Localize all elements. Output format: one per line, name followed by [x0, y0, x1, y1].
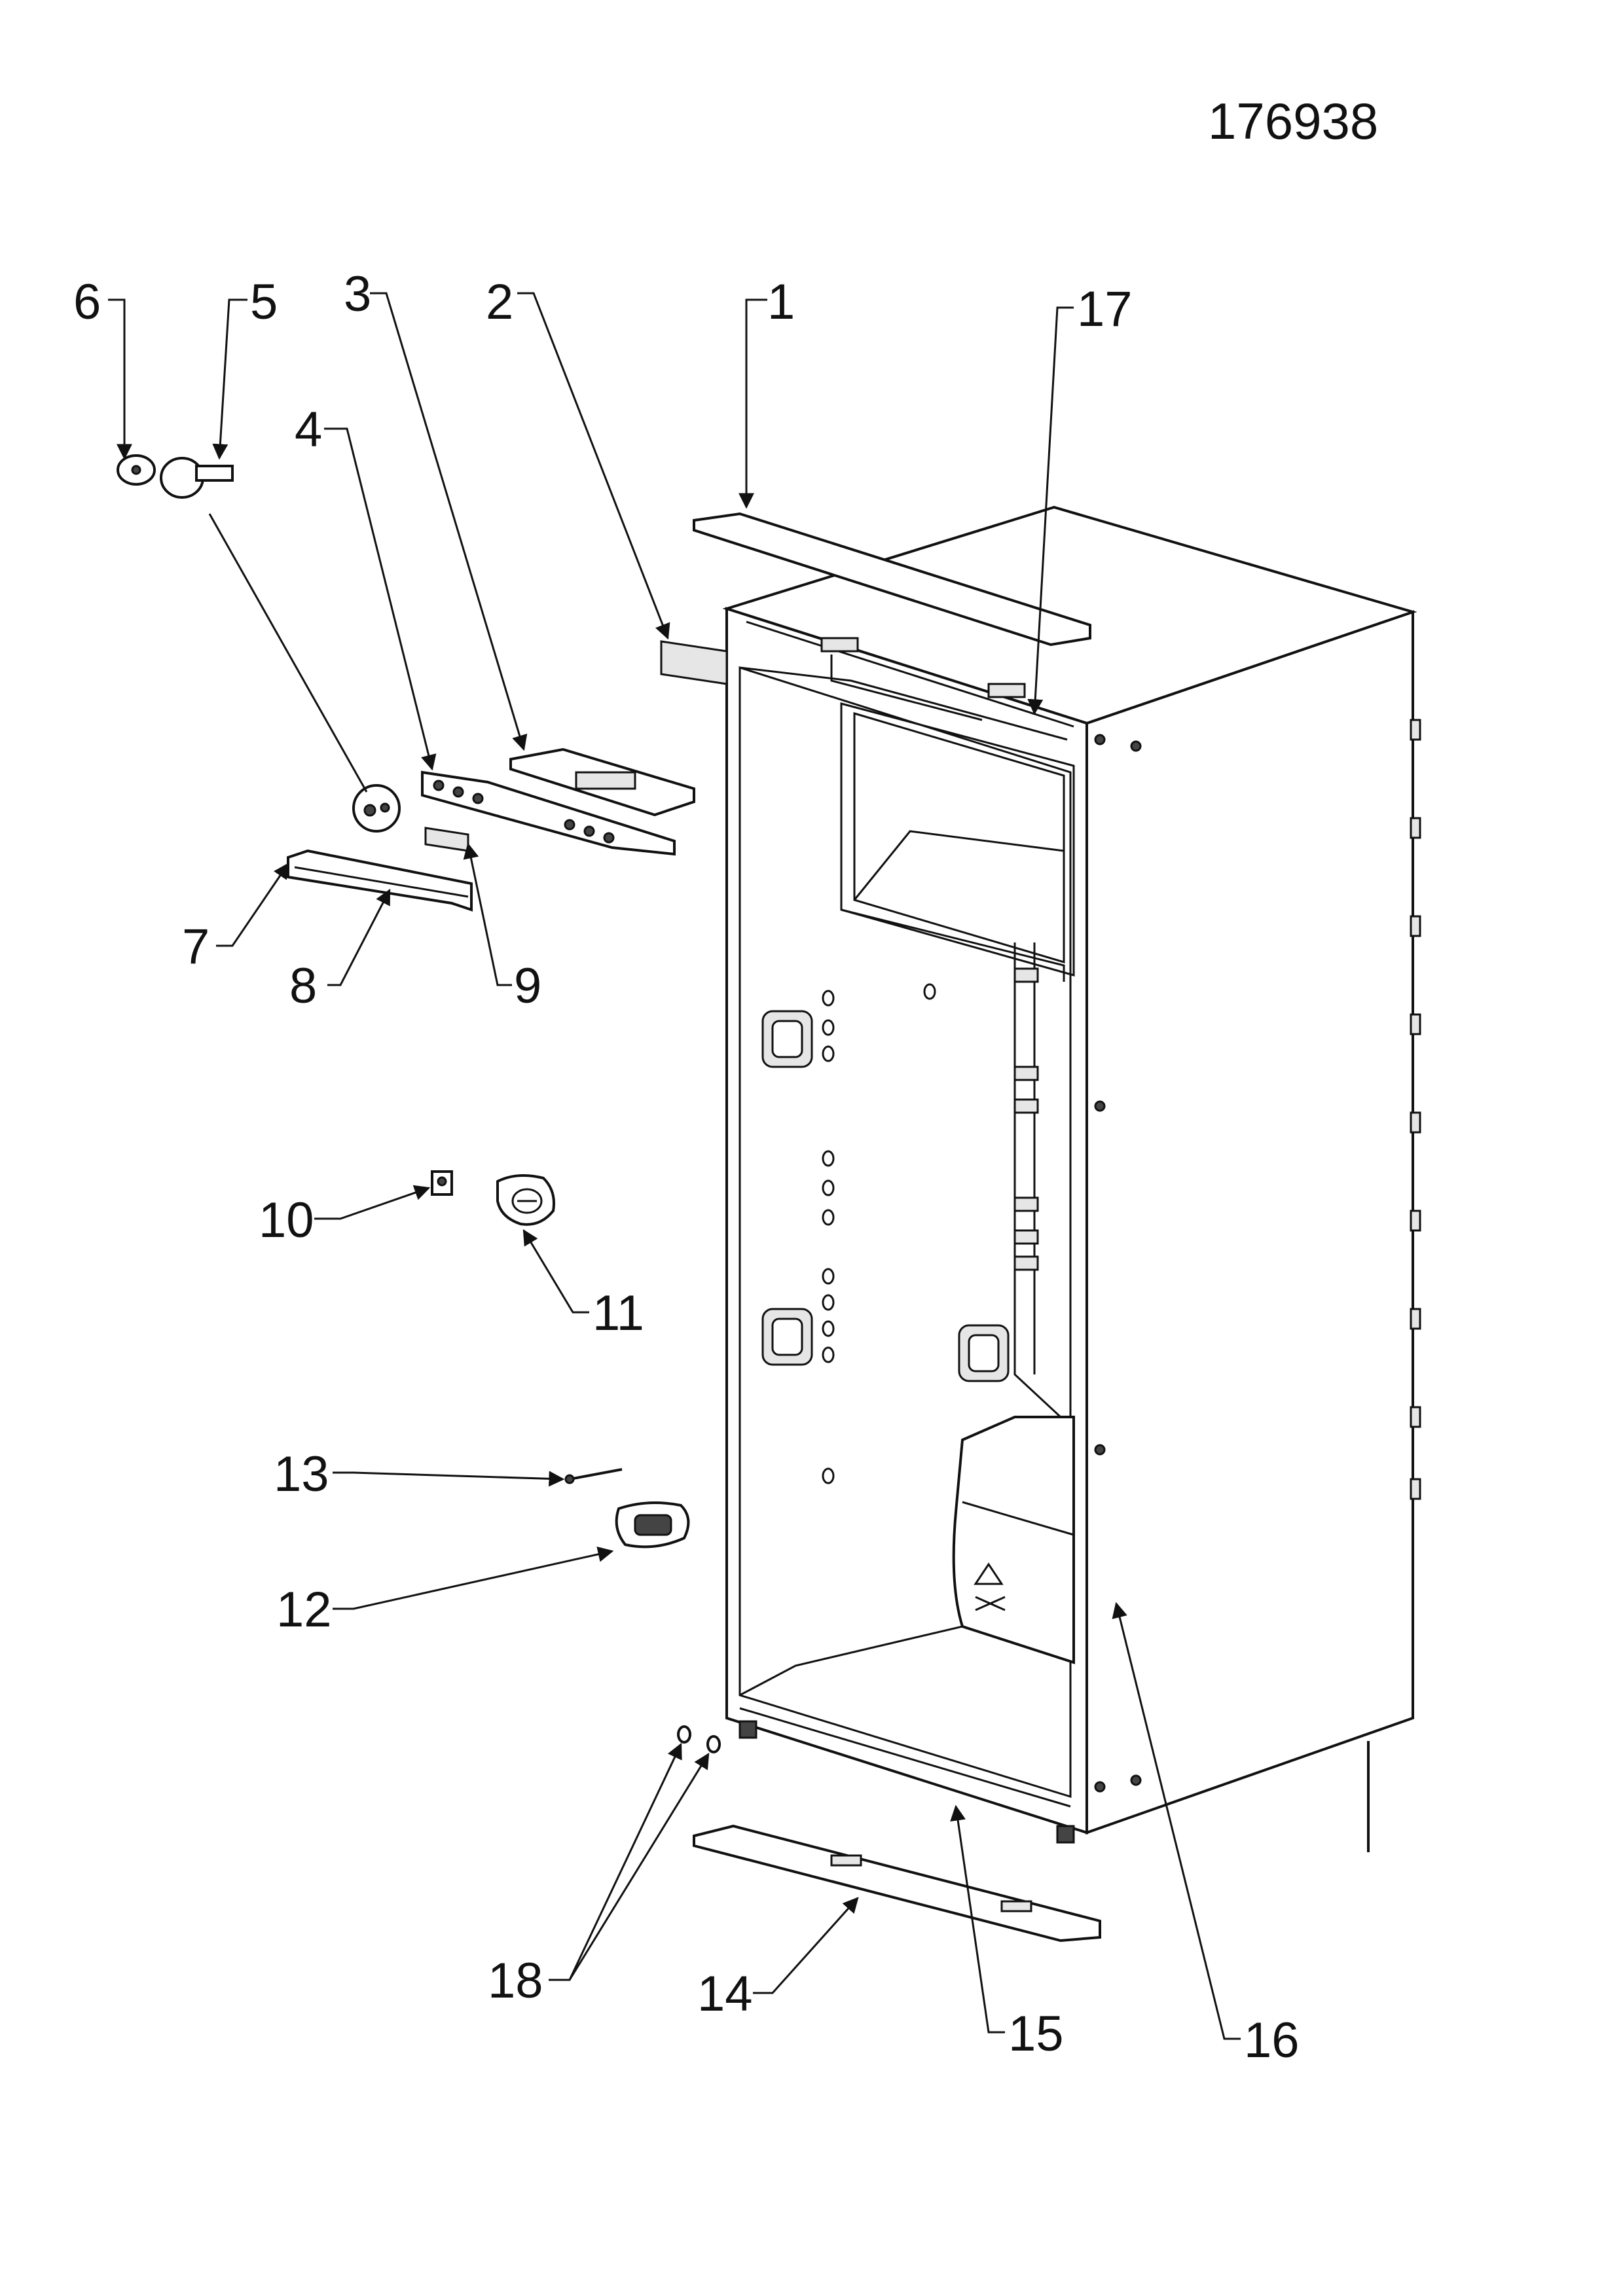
callout-10: 10	[259, 1193, 314, 1248]
callout-6: 6	[73, 274, 101, 330]
callout-17: 17	[1077, 281, 1133, 337]
leader-lines	[108, 292, 1241, 2040]
cabinet-body	[722, 505, 1421, 1852]
callout-7: 7	[182, 919, 210, 975]
callout-11: 11	[593, 1285, 644, 1341]
callout-18: 18	[488, 1953, 543, 2009]
drawing-number: 176938	[1208, 92, 1378, 150]
detail-circle	[352, 784, 401, 833]
part-1-top-rail	[693, 512, 1091, 647]
callout-8: 8	[289, 958, 317, 1014]
part-13-pin	[569, 1468, 623, 1480]
part-9-window	[424, 827, 469, 852]
part-18-screw	[706, 1735, 721, 1753]
callout-3: 3	[344, 266, 371, 322]
callout-12: 12	[276, 1582, 332, 1638]
part-7-8-handle-trim	[287, 849, 473, 912]
callout-16: 16	[1244, 2013, 1300, 2068]
callout-14: 14	[697, 1966, 753, 2022]
callout-15: 15	[1008, 2006, 1064, 2062]
callout-4: 4	[295, 402, 322, 457]
callout-2: 2	[486, 274, 513, 330]
part-14-bottom-rail	[693, 1824, 1101, 1943]
part-2-label	[660, 640, 728, 685]
callout-9: 9	[514, 958, 541, 1014]
part-18-screw	[677, 1725, 691, 1744]
callout-13: 13	[274, 1446, 329, 1502]
part-11-hinge-cover	[496, 1174, 555, 1226]
callout-5: 5	[250, 274, 278, 330]
callout-1: 1	[767, 274, 795, 330]
